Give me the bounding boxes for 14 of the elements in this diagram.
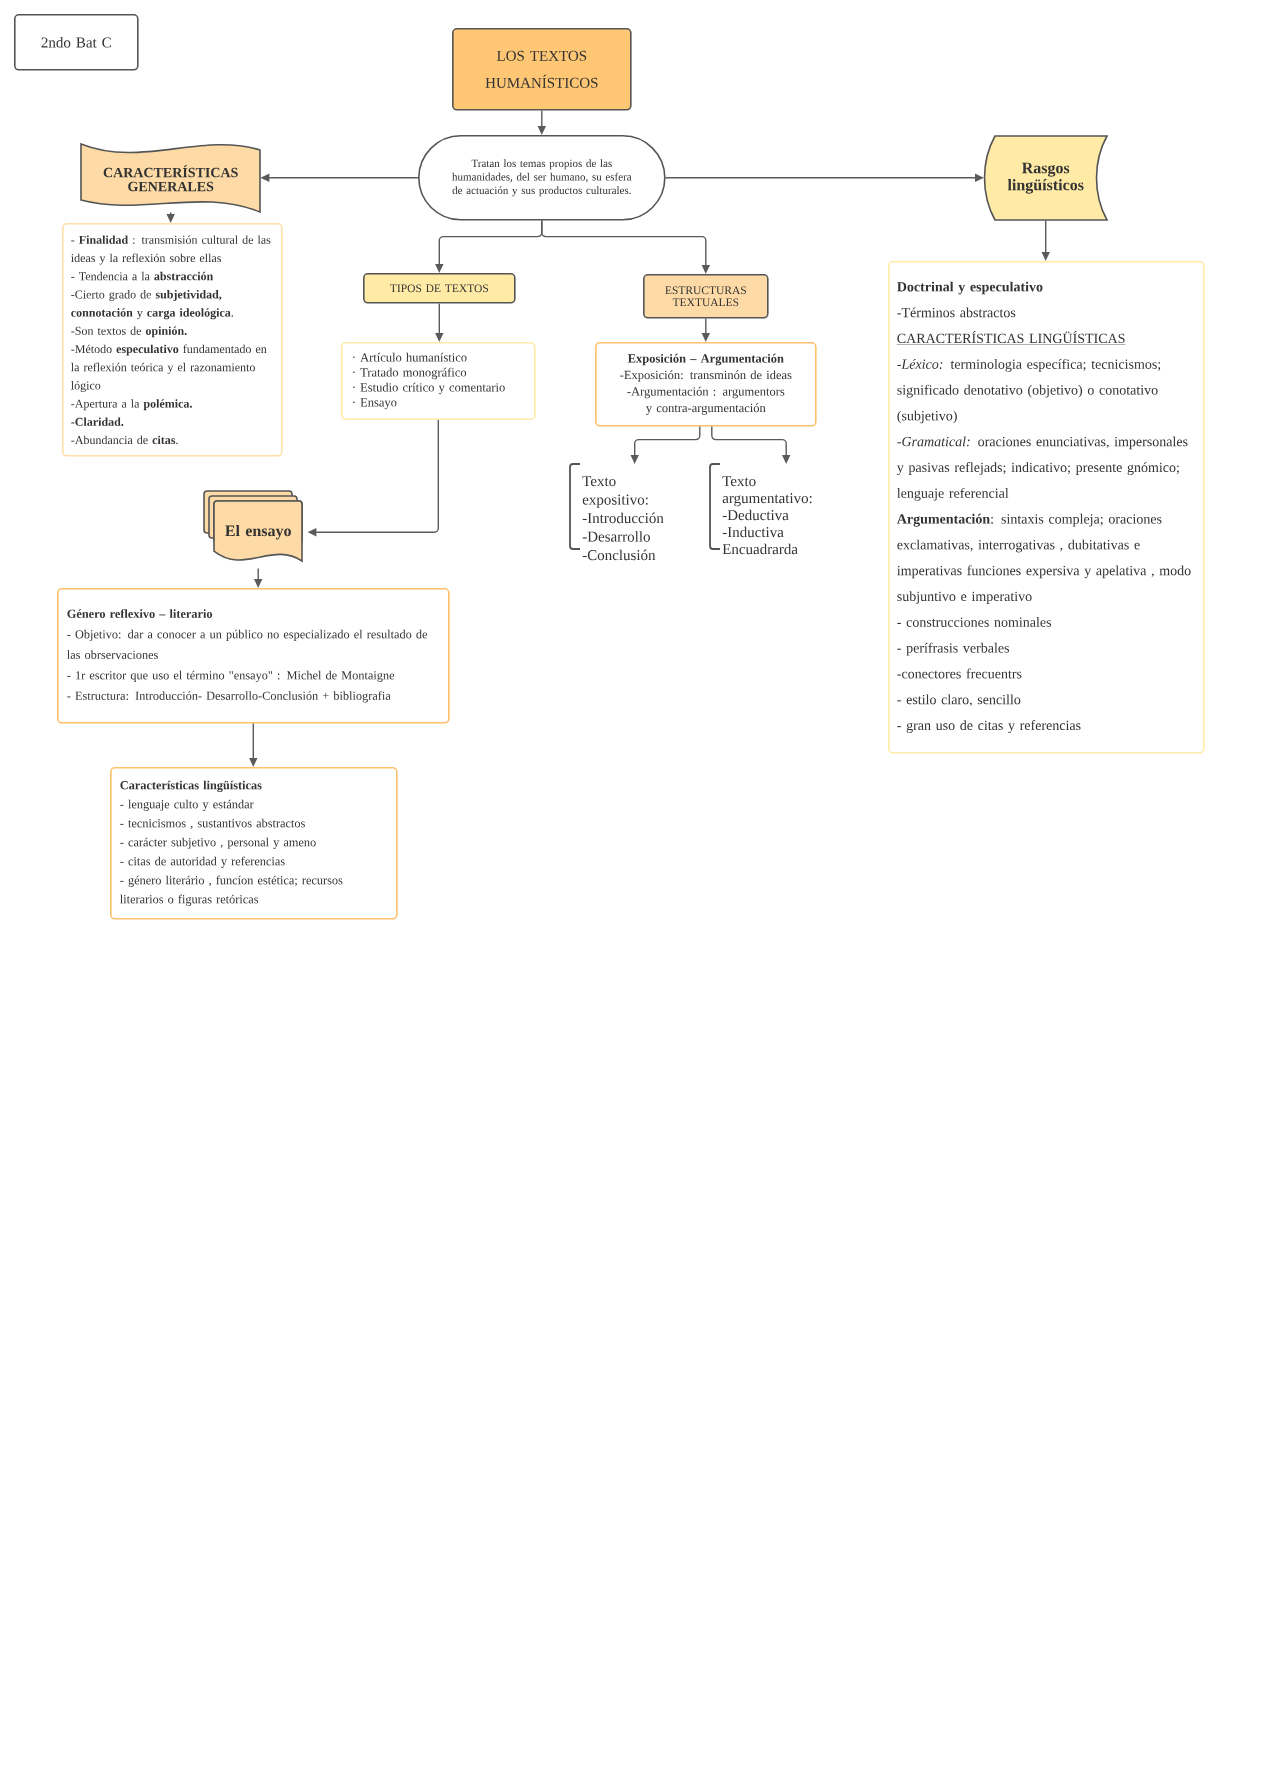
title-box: LOS TEXTOS HUMANÍSTICOS: [452, 28, 632, 111]
text-box: Características lingüísticas - lenguaje culto y estándar - tecnicismos , sustantivos abstractos - carácter subjetivo , personal y ameno - citas de autoridad y referencias - género literário , funcíon estética; recursos literarios o figuras retóricas: [110, 767, 398, 920]
text-box: Exposición – Argumentación -Exposición: transminón de ideas -Argumentación : argumentors y contra-argumentación: [595, 342, 817, 427]
text-box: Doctrinal y especulativo -Términos abstractos CARACTERÍSTICAS LINGÜÍSTICAS -Léxico: terminologia específica; tecnicismos; significado denotativo (objetivo) o conotativo (subjetivo) -Gramatical: oraciones enunciativas, impersonales y pasivas reflejads; indicativo; presente gnómico; lenguaje referencial Argumentación: sintaxis compleja; oraciones exclamativas, interrogativas , dubitativas e imperativas funciones expersiva y apelativa , modo subjuntivo e imperativo - construcciones nominales - perífrasis verbales -conectores frecuentrs - estilo claro, sencillo - gran uso de citas y referencias: [888, 261, 1205, 754]
heading-box: TIPOS DE TEXTOS: [363, 273, 516, 304]
summary-pill: Tratan los temas propios de las humanidades, del ser humano, su esfera de actuación y sus productos culturales.: [418, 135, 666, 221]
bracket-list: Texto argumentativo: -Deductiva -Inductiva Encuadrarda: [709, 463, 812, 555]
text-box: Género reflexivo – literario - Objetivo: dar a conocer a un público no especializado el resultado de las obrservaciones - 1r escritor que uso el término "ensayo" : Michel de Montaigne - Estructura: Introducción- Desarrollo-Conclusión + bibliografia: [57, 588, 450, 724]
heading-box: ESTRUCTURAS TEXTUALES: [643, 274, 769, 319]
text-box: - Finalidad : transmisión cultural de las ideas y la reflexión sobre ellas - Tendencia a la abstracción -Cierto grado de subjetividad, connotación y carga ideológica. -Son textos de opinión. -Método especulativo fundamentado en la reflexión teórica y el razonamiento lógico -Apertura a la polémica. -Claridad. -Abundancia de citas.: [62, 223, 283, 457]
label-box: 2ndo Bat C: [14, 14, 139, 71]
list-box: · Artículo humanístico · Tratado monográfico · Estudio crítico y comentario · Ensayo: [341, 342, 536, 420]
document-stack: El ensayo: [203, 490, 303, 562]
bracket-list: Texto expositivo: -Introducción -Desarrollo -Conclusión: [569, 463, 664, 561]
